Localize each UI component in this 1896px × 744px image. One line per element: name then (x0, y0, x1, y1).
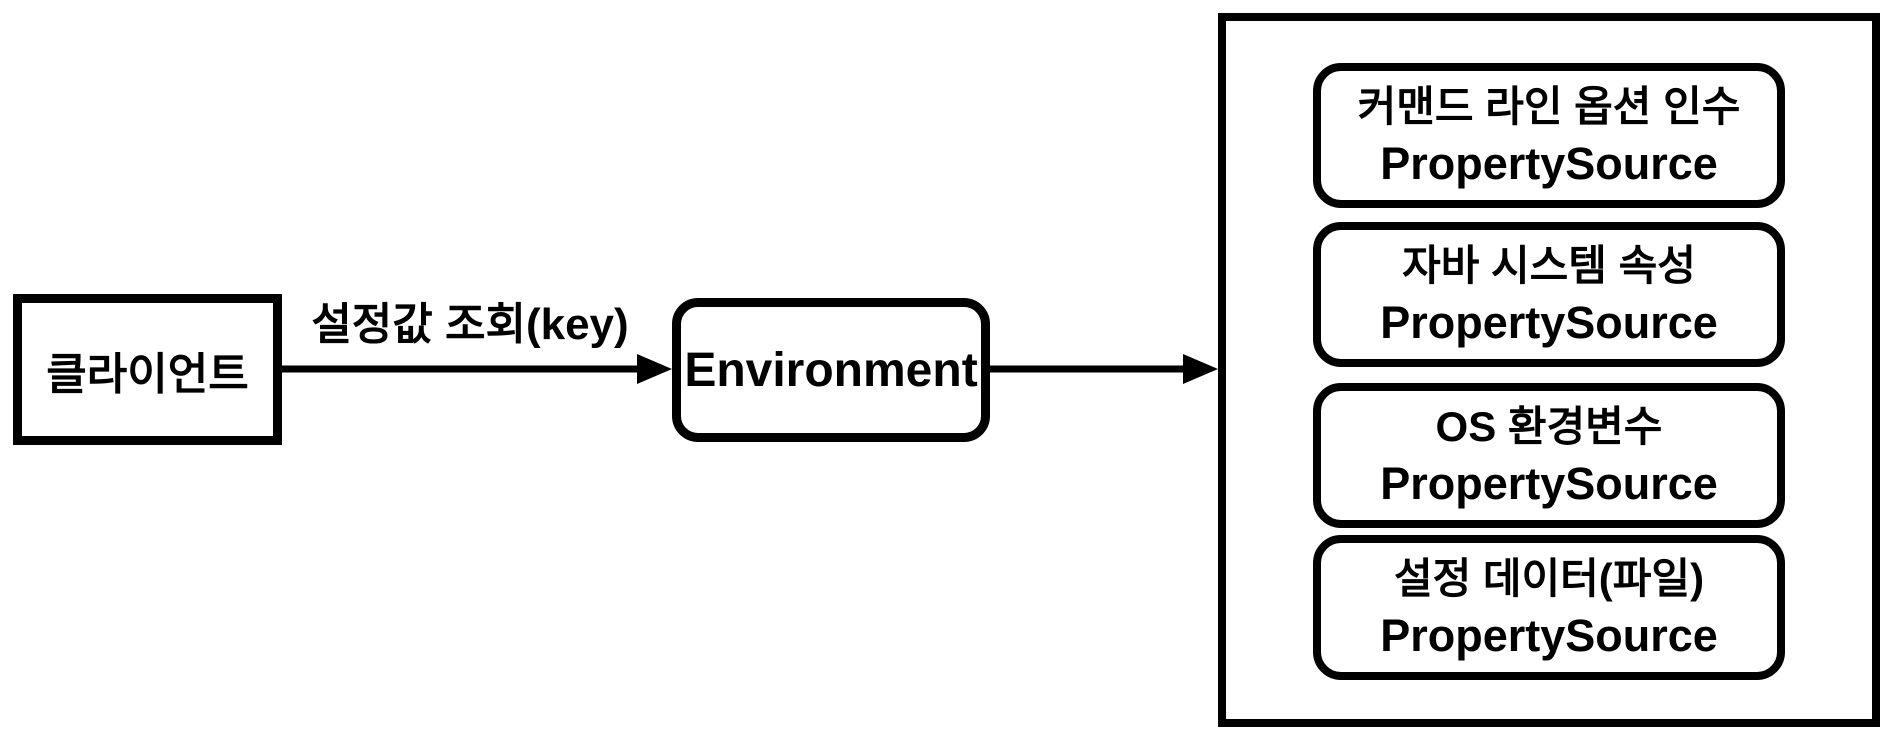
property-source-type: PropertySource (1380, 137, 1718, 189)
client-label: 클라이언트 (46, 349, 249, 399)
arrowhead-icon (1183, 354, 1218, 384)
arrowhead-icon (637, 354, 672, 384)
property-source-box-command-line: 커맨드 라인 옵션 인수 PropertySource (1313, 63, 1785, 208)
arrow-environment-to-property-sources (990, 354, 1218, 384)
client-box: 클라이언트 (13, 294, 282, 445)
property-source-title: 커맨드 라인 옵션 인수 (1357, 83, 1741, 131)
property-source-type: PropertySource (1380, 457, 1718, 509)
property-source-type: PropertySource (1380, 609, 1718, 661)
environment-box: Environment (672, 298, 990, 442)
property-sources-container: 커맨드 라인 옵션 인수 PropertySource 자바 시스템 속성 Pr… (1218, 13, 1880, 727)
arrow-client-to-environment (282, 354, 672, 384)
property-source-box-java-system: 자바 시스템 속성 PropertySource (1313, 222, 1785, 367)
property-source-title: 설정 데이터(파일) (1393, 555, 1705, 603)
property-source-title: 자바 시스템 속성 (1402, 242, 1696, 290)
environment-label: Environment (684, 343, 978, 397)
property-source-type: PropertySource (1380, 296, 1718, 348)
property-source-box-os-env: OS 환경변수 PropertySource (1313, 383, 1785, 528)
property-source-title: OS 환경변수 (1435, 403, 1663, 451)
arrow-label-config-lookup: 설정값 조회(key) (311, 300, 629, 349)
property-source-box-config-data: 설정 데이터(파일) PropertySource (1313, 535, 1785, 680)
